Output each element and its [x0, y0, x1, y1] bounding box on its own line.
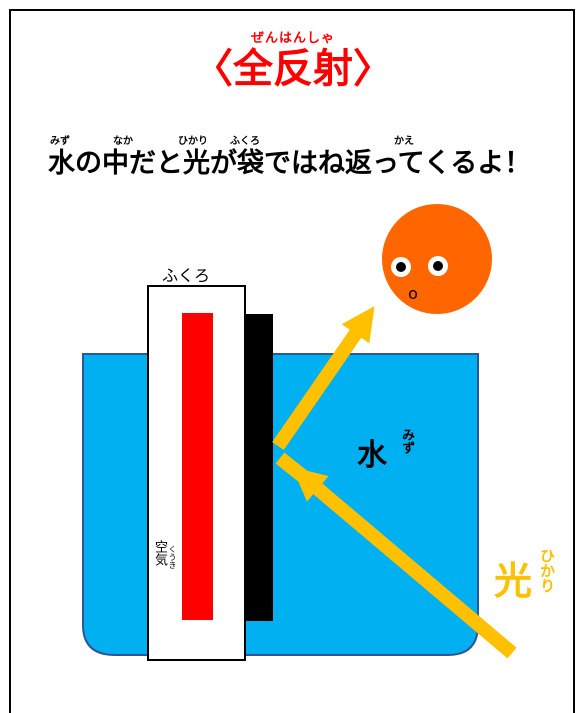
subtitle-ruby-fukuro: ふくろ: [230, 136, 260, 147]
page-frame: [9, 9, 575, 713]
subtitle-ruby-kae: かえ: [394, 136, 414, 147]
bag-back: [244, 314, 273, 621]
water-ruby: みず: [399, 428, 414, 454]
page-title: 〈全反射〉: [193, 46, 393, 92]
reflected-light-arrow: [272, 306, 375, 450]
water-tank: [82, 353, 479, 656]
bag-label: ふくろ: [162, 266, 211, 285]
air-ruby: くうき: [168, 545, 177, 569]
light-ruby: ひかり: [538, 548, 556, 593]
face-mouth: o: [408, 284, 418, 303]
air-label: 空気: [152, 540, 167, 566]
left-pupil: [396, 262, 406, 272]
subtitle-ruby-naka: なか: [113, 136, 133, 147]
title-ruby: ぜんはんしゃ: [250, 31, 335, 46]
light-label: 光: [494, 559, 533, 603]
light-incidence-point: [275, 452, 310, 484]
subtitle: 水の中だと光が袋ではね返ってくるよ！: [48, 148, 532, 179]
subtitle-ruby-mizu: みず: [50, 136, 70, 147]
air-strip: [182, 313, 213, 620]
right-pupil: [433, 261, 443, 271]
incoming-light-arrow: [292, 467, 517, 659]
water-label: 水: [357, 438, 387, 473]
subtitle-ruby-hikari: ひかり: [178, 136, 208, 147]
